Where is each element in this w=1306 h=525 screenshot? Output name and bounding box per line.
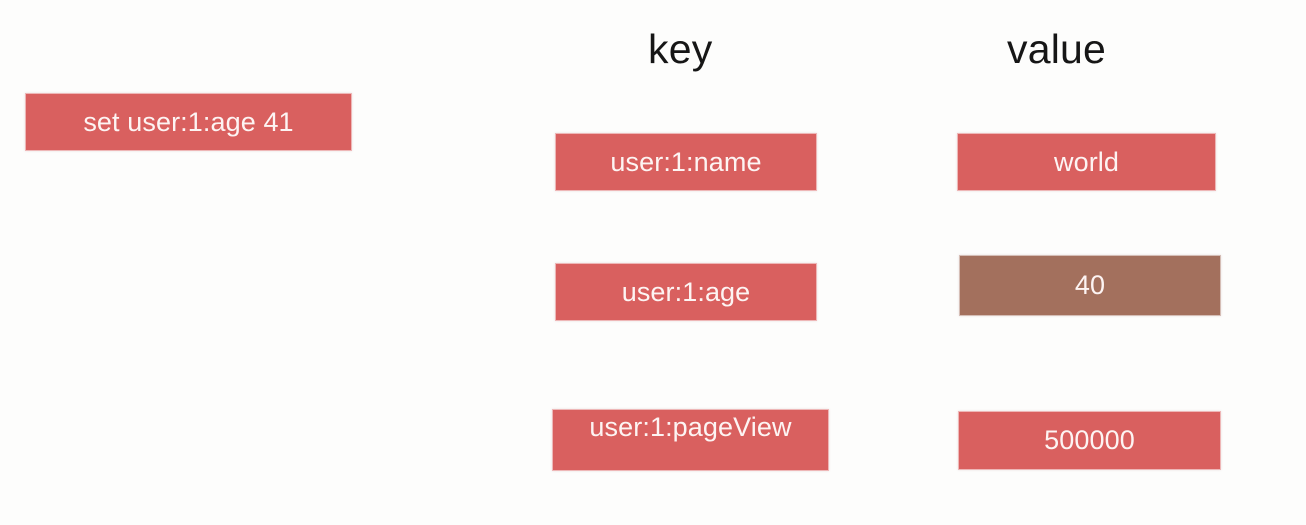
command-box[interactable]: set user:1:age 41 [25,93,352,151]
value-cell-label: world [1053,146,1120,177]
key-cell[interactable]: user:1:name [555,133,817,191]
value-cell-highlighted[interactable]: 40 [959,255,1221,316]
key-cell-label: user:1:pageView [589,412,792,442]
command-label: set user:1:age 41 [83,106,294,137]
key-cell-label: user:1:name [610,146,762,177]
key-cell[interactable]: user:1:age [555,263,817,321]
key-cell[interactable]: user:1:pageView [552,409,829,471]
value-cell[interactable]: 500000 [958,411,1221,470]
value-cell-label: 40 [1074,270,1106,301]
value-column-header: value [1007,26,1107,72]
key-cell-label: user:1:age [621,276,751,307]
value-cell-label: 500000 [1044,425,1135,456]
key-column-header: key [648,26,713,72]
value-cell[interactable]: world [957,133,1216,191]
